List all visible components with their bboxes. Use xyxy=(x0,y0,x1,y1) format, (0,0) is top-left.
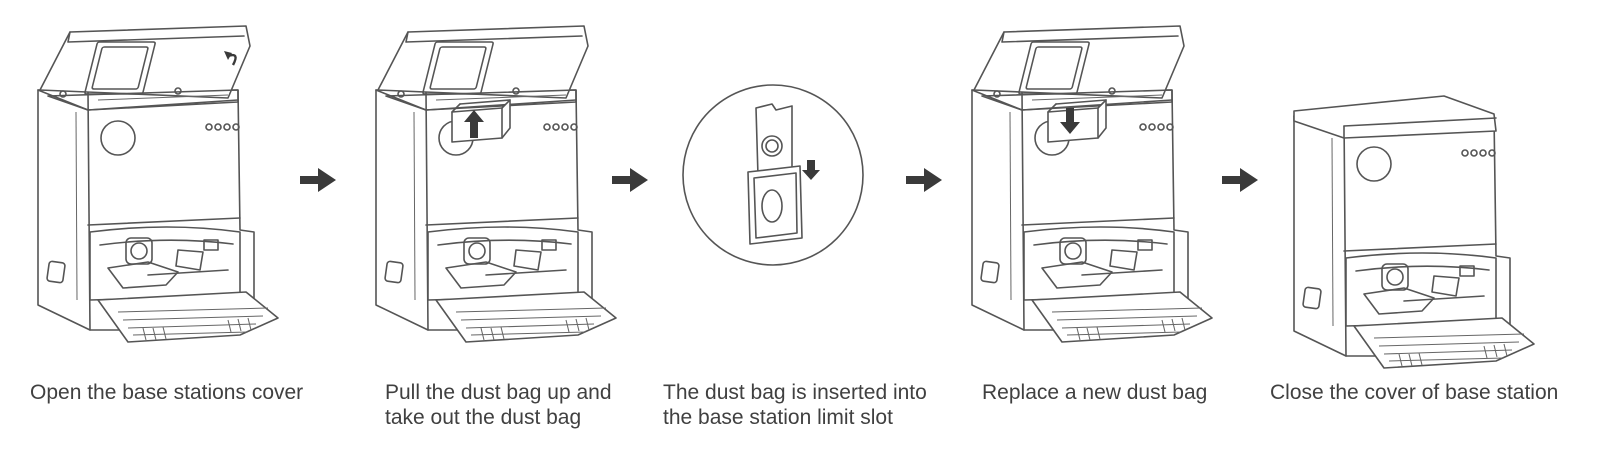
step-5-illustration xyxy=(1293,95,1535,369)
caption-line: Close the cover of base station xyxy=(1270,381,1559,404)
rotate-arrow-icon xyxy=(224,51,237,66)
caption-line: Open the base stations cover xyxy=(30,381,304,404)
caption-line: take out the dust bag xyxy=(385,406,582,429)
step-5-caption: Close the cover of base station xyxy=(1270,380,1558,405)
step-1-illustration xyxy=(37,25,279,343)
caption-line: Replace a new dust bag xyxy=(982,381,1208,404)
step-4-caption: Replace a new dust bag xyxy=(982,380,1207,405)
down-arrow-icon xyxy=(802,160,820,180)
right-arrow-icon xyxy=(612,168,648,192)
step-4-illustration xyxy=(971,25,1213,343)
up-arrow-icon xyxy=(464,110,484,138)
right-arrow-icon xyxy=(906,168,942,192)
down-arrow-icon xyxy=(1060,108,1080,134)
step-3-caption: The dust bag is inserted into the base s… xyxy=(663,380,927,430)
caption-line: the base station limit slot xyxy=(663,406,893,429)
step-3-illustration xyxy=(682,84,864,266)
right-arrow-icon xyxy=(300,168,336,192)
caption-line: The dust bag is inserted into xyxy=(663,381,927,404)
caption-line: Pull the dust bag up and xyxy=(385,381,612,404)
step-1-caption: Open the base stations cover xyxy=(30,380,303,405)
right-arrow-icon xyxy=(1222,168,1258,192)
step-2-caption: Pull the dust bag up and take out the du… xyxy=(385,380,612,430)
step-2-illustration xyxy=(375,25,617,343)
